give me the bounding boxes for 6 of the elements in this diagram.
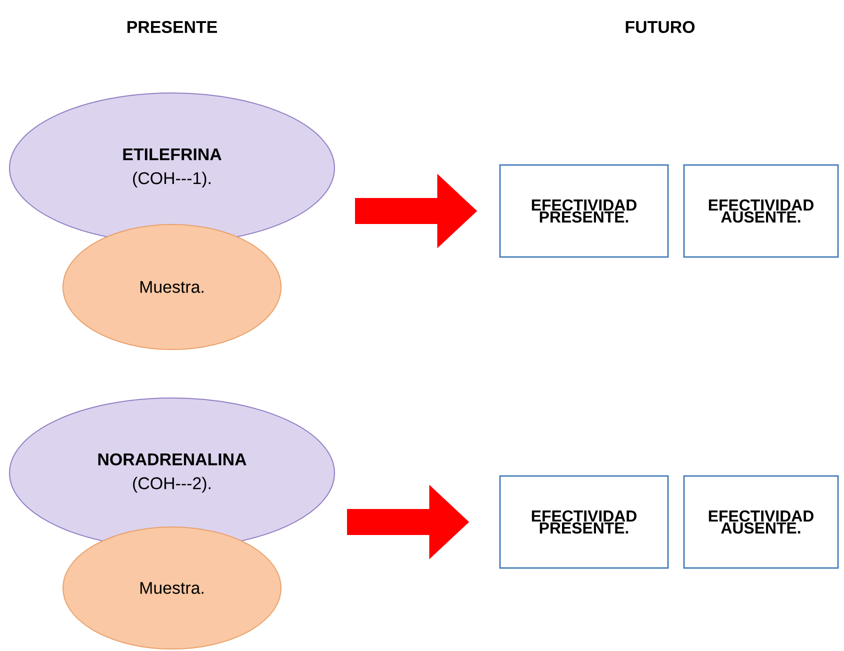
- text-box: EFECTIVIDAD AUSENTE.: [683, 475, 839, 569]
- column-heading: PRESENTE: [128, 21, 217, 33]
- text-box: EFECTIVIDAD AUSENTE.: [683, 164, 839, 258]
- text-box: EFECTIVIDAD PRESENTE.: [499, 164, 669, 258]
- text-box: EFECTIVIDAD PRESENTE.: [499, 475, 669, 569]
- column-heading: FUTURO: [626, 21, 695, 33]
